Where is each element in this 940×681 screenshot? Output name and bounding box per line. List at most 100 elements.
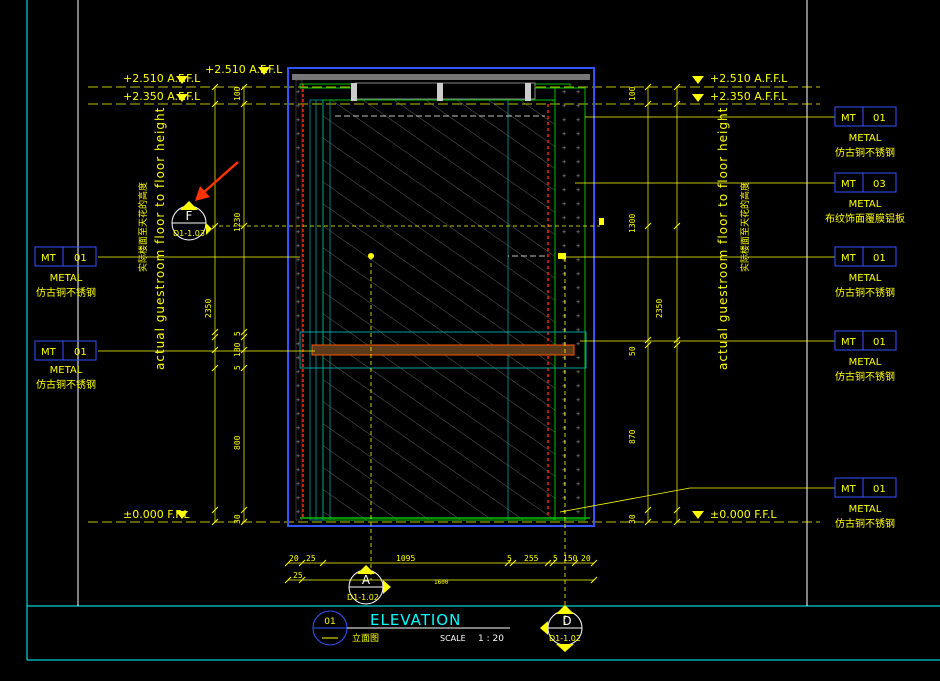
dims-right: 100 1300 50 870 30 2350: [628, 86, 664, 524]
tag-material: METAL: [50, 365, 83, 376]
tag-material: METAL: [50, 273, 83, 284]
dimension-tick: [644, 83, 652, 91]
tag-finish: 布纹饰面覆膜铝板: [825, 212, 905, 225]
tag-material: METAL: [849, 504, 882, 515]
dimension-lines: [214, 87, 678, 581]
dim-bottom-5: 255: [524, 554, 539, 563]
dim-left-s1: 5: [233, 331, 242, 336]
dimension-tick: [544, 559, 552, 567]
dim-right-lower: 870: [628, 429, 637, 444]
leader-lines: [98, 116, 835, 625]
level-label-top: +2.510 A.F.F.L: [205, 63, 283, 76]
callout-letter: F: [186, 209, 193, 223]
dims-left: 2350 100 1230 5 180 5 800 30: [204, 86, 242, 524]
height-note-right-en: actual guestroom floor to floor height: [716, 107, 730, 370]
level-label-left-1: +2.510 A.F.F.L: [123, 72, 201, 85]
dimension-tick: [240, 364, 248, 372]
dimension-tick: [211, 328, 219, 336]
tag-code: MT: [41, 347, 57, 358]
level-label-right-2: +2.350 A.F.F.L: [710, 90, 788, 103]
dimension-ticks: [211, 83, 681, 584]
dimension-tick: [211, 364, 219, 372]
dimension-tick: [240, 222, 248, 230]
dim-bottom-3: 1095: [396, 554, 415, 563]
dim-right-bottom: 30: [628, 514, 637, 524]
height-note-left-en: actual guestroom floor to floor height: [153, 107, 167, 370]
tag-material: METAL: [849, 199, 882, 210]
dimension-tick: [673, 336, 681, 344]
dimension-tick: [590, 559, 598, 567]
drawing-title-cn: 立面图: [352, 632, 379, 644]
callout-ref: D1-1.02: [347, 593, 379, 602]
tag-num: 01: [74, 347, 87, 358]
dimension-tick: [211, 100, 219, 108]
tag-material: METAL: [849, 357, 882, 368]
dimension-tick: [240, 333, 248, 341]
level-label-left-2: +2.350 A.F.F.L: [123, 90, 201, 103]
dim-right-total: 2350: [655, 299, 664, 318]
tag-code: MT: [841, 113, 857, 124]
height-note-right-cn: 实际楼面至天花的高度: [739, 182, 751, 272]
section-callout-f: F D1-1.03: [171, 201, 212, 241]
level-label-left-floor: ±0.000 F.F.L: [123, 508, 190, 521]
tag-material: METAL: [849, 133, 882, 144]
dimension-tick: [319, 559, 327, 567]
dim-bottom-1: 20: [289, 554, 299, 563]
dimension-tick: [240, 83, 248, 91]
dim-left-upper: 1230: [233, 213, 242, 232]
dim-left-bottom: 30: [233, 514, 242, 524]
dim-bottom-8: 20: [581, 554, 591, 563]
dimension-tick: [211, 346, 219, 354]
tag-num: 03: [873, 179, 886, 190]
dim-bottom-4: 5: [507, 554, 512, 563]
callout-letter: D: [562, 614, 571, 628]
material-tag-l1: MT 01 METAL 仿古铜不锈钢: [34, 246, 97, 299]
tag-num: 01: [873, 253, 886, 264]
material-tag-l2: MT 01 METAL 仿古铜不锈钢: [34, 340, 97, 391]
tag-finish: 仿古铜不锈钢: [835, 370, 895, 383]
dimension-tick: [673, 100, 681, 108]
drawing-title-block: 01 ELEVATION 立面图 SCALE 1 : 20: [312, 610, 510, 646]
dimension-tick: [644, 341, 652, 349]
tag-num: 01: [873, 113, 886, 124]
callout-letter: A: [362, 573, 371, 587]
dimension-tick: [240, 506, 248, 514]
dim-left-total: 2350: [204, 299, 213, 318]
tag-finish: 仿古铜不锈钢: [835, 146, 895, 159]
highlight-arrow-icon: [195, 161, 239, 201]
level-label-right-floor: ±0.000 F.F.L: [710, 508, 777, 521]
tag-finish: 仿古铜不锈钢: [36, 286, 96, 299]
sheet-inner-lines: [77, 0, 808, 606]
material-tag-r1: MT 01 METAL 仿古铜不锈钢: [834, 106, 897, 159]
tag-code: MT: [841, 337, 857, 348]
dimension-tick: [590, 576, 598, 584]
material-tag-r2: MT 03 METAL 布纹饰面覆膜铝板: [825, 172, 905, 225]
dimension-tick: [211, 518, 219, 526]
dimension-tick: [284, 576, 292, 584]
sheet-frame: [26, 0, 940, 661]
tag-num: 01: [873, 484, 886, 495]
scale-value: 1 : 20: [478, 634, 504, 644]
material-tag-r3: MT 01 METAL 仿古铜不锈钢: [834, 246, 897, 299]
door-elevation: [287, 67, 604, 527]
dim-right-mid: 50: [628, 346, 637, 356]
dimension-tick: [240, 100, 248, 108]
level-label-right-1: +2.510 A.F.F.L: [710, 72, 788, 85]
drawing-number: 01: [324, 617, 335, 627]
dim-left-s2: 5: [233, 365, 242, 370]
tag-code: MT: [841, 484, 857, 495]
dim-right-top: 100: [628, 86, 637, 101]
dim-bottom-sub1: 25: [293, 571, 303, 580]
material-tag-r4: MT 01 METAL 仿古铜不锈钢: [834, 330, 897, 383]
dimension-tick: [644, 336, 652, 344]
dims-bottom: 20 25 1095 5 255 5 150 20 25 1600: [289, 554, 591, 586]
tag-code: MT: [841, 179, 857, 190]
scale-label: SCALE: [440, 634, 466, 643]
dimension-tick: [240, 346, 248, 354]
dim-left-mid: 180: [233, 342, 242, 357]
dimension-tick: [673, 222, 681, 230]
level-markers: [176, 67, 704, 519]
height-note-left-cn: 实际楼面至天花的高度: [137, 182, 149, 272]
dimension-tick: [644, 518, 652, 526]
